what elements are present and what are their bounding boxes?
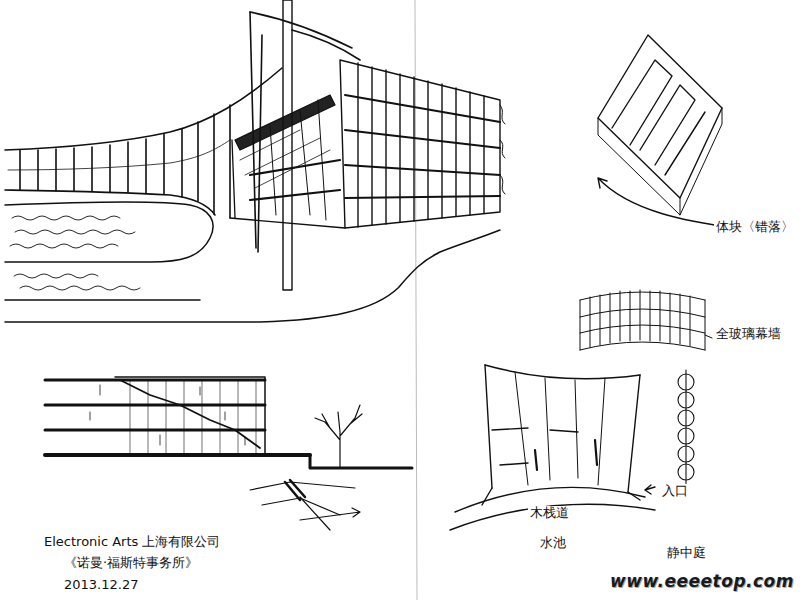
building-section [45,377,412,468]
sketch-stroke [500,105,505,194]
sketch-stroke [283,0,292,290]
sketch-stroke [485,365,640,379]
sketch-stroke [678,374,694,390]
sketch-stroke [285,480,305,500]
sketch-stroke [90,385,245,445]
massing-blocks [598,35,735,228]
sketch-stroke [645,485,655,494]
sketch-stroke [130,380,256,455]
tree-row [645,370,694,495]
sketch-stroke [300,497,330,530]
sketch-stroke [515,372,605,485]
date: 2013.12.27 [62,578,140,593]
annotation: 静中庭 [665,546,708,561]
glass-curtain-wall [580,290,712,350]
sketch-stroke [20,286,140,290]
sketch-stroke [685,370,686,495]
sketch-stroke [20,105,230,218]
columns [250,0,360,290]
sketch-stroke [270,100,326,220]
sketch-stroke [678,392,694,408]
sketch-stroke [300,508,360,520]
annotation: 入口 [660,484,690,499]
annotation: 体块〈错落〉 [714,220,796,235]
sketch-stroke [14,274,98,278]
sketch-stroke [258,35,262,252]
sketch-stroke [10,244,118,248]
office-block [340,60,505,228]
sketch-stroke [678,446,694,462]
sketch-stroke [250,12,256,248]
sketch-stroke [705,335,712,338]
sketch-stroke [598,35,722,198]
water-pool [5,202,500,322]
sketch-stroke [8,140,230,170]
sketch-stroke [678,410,694,426]
sketch-stroke [15,230,135,234]
architect-name: 《诺曼·福斯特事务所》 [62,556,200,571]
sketch-stroke [5,299,200,301]
sketch-stroke [45,380,265,430]
sketch-stroke [250,12,360,60]
annotation: 木栈道 [528,506,571,521]
sketch-stroke [12,216,120,220]
tree [315,405,362,468]
sketch-stroke [230,140,345,228]
site-plan [450,365,655,530]
sketch-stroke [598,108,722,215]
annotation: 水池 [538,536,568,551]
sketch-stroke [485,365,640,492]
sketch-stroke [115,377,265,455]
sketch-stroke [340,60,500,228]
sketch-stroke [45,453,310,457]
sketch-stroke [5,202,213,262]
sketch-stroke [482,488,640,505]
sketch-stroke [678,464,694,480]
sketch-stroke [678,428,694,444]
sketch-stroke [120,380,260,448]
sketch-stroke [580,292,705,350]
sketch-stroke [250,482,355,515]
sketch-stroke [5,230,500,322]
sketch-stroke [345,95,500,198]
watermark: www.eeeetop.com [608,572,796,592]
sketch-stroke [310,455,412,468]
section-detail [250,480,360,530]
sketch-stroke [580,290,705,350]
annotation: 全玻璃幕墙 [714,327,783,342]
page-fold [415,0,417,600]
sketch-stroke [358,63,484,227]
atrium-ramp [230,95,345,228]
sketch-stroke [535,440,597,470]
sketch-stroke [315,405,362,468]
sketch-stroke [450,504,655,530]
sketch-stroke [612,60,705,175]
project-name: Electronic Arts 上海有限公司 [42,535,222,550]
